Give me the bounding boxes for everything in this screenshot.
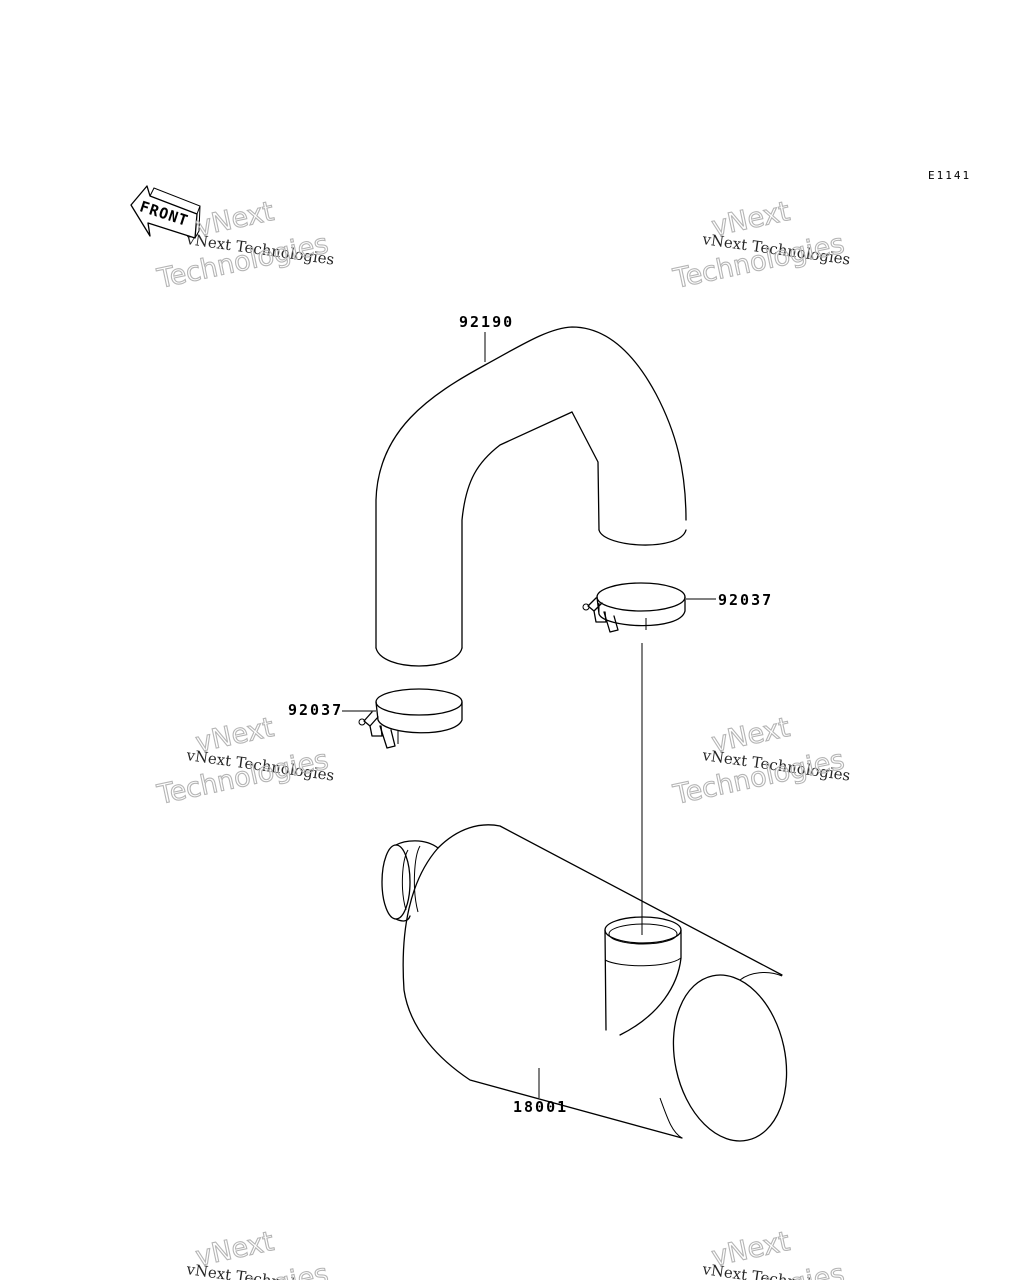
watermark-2: vNext vNext Technologies Technologies [669,196,851,296]
hose-92190 [375,326,687,667]
watermark-6: vNext vNext Technologies Technologies [669,1226,851,1280]
watermark-5: vNext vNext Technologies Technologies [153,1226,335,1280]
watermark-3: vNext vNext Technologies Technologies [153,712,335,812]
clamp-92037-left [358,688,463,749]
watermark-4: vNext vNext Technologies Technologies [669,712,851,812]
front-label: FRONT [137,197,190,230]
part-label-92190: 92190 [459,313,514,331]
part-label-92037-upper: 92037 [718,591,773,609]
leader-lines [342,332,716,1098]
part-label-92037-left: 92037 [288,701,343,719]
air-cleaner-18001 [381,824,788,1142]
clamp-92037-upper [582,582,686,633]
diagram-code: E1141 [928,169,971,182]
part-label-18001: 18001 [513,1098,568,1116]
